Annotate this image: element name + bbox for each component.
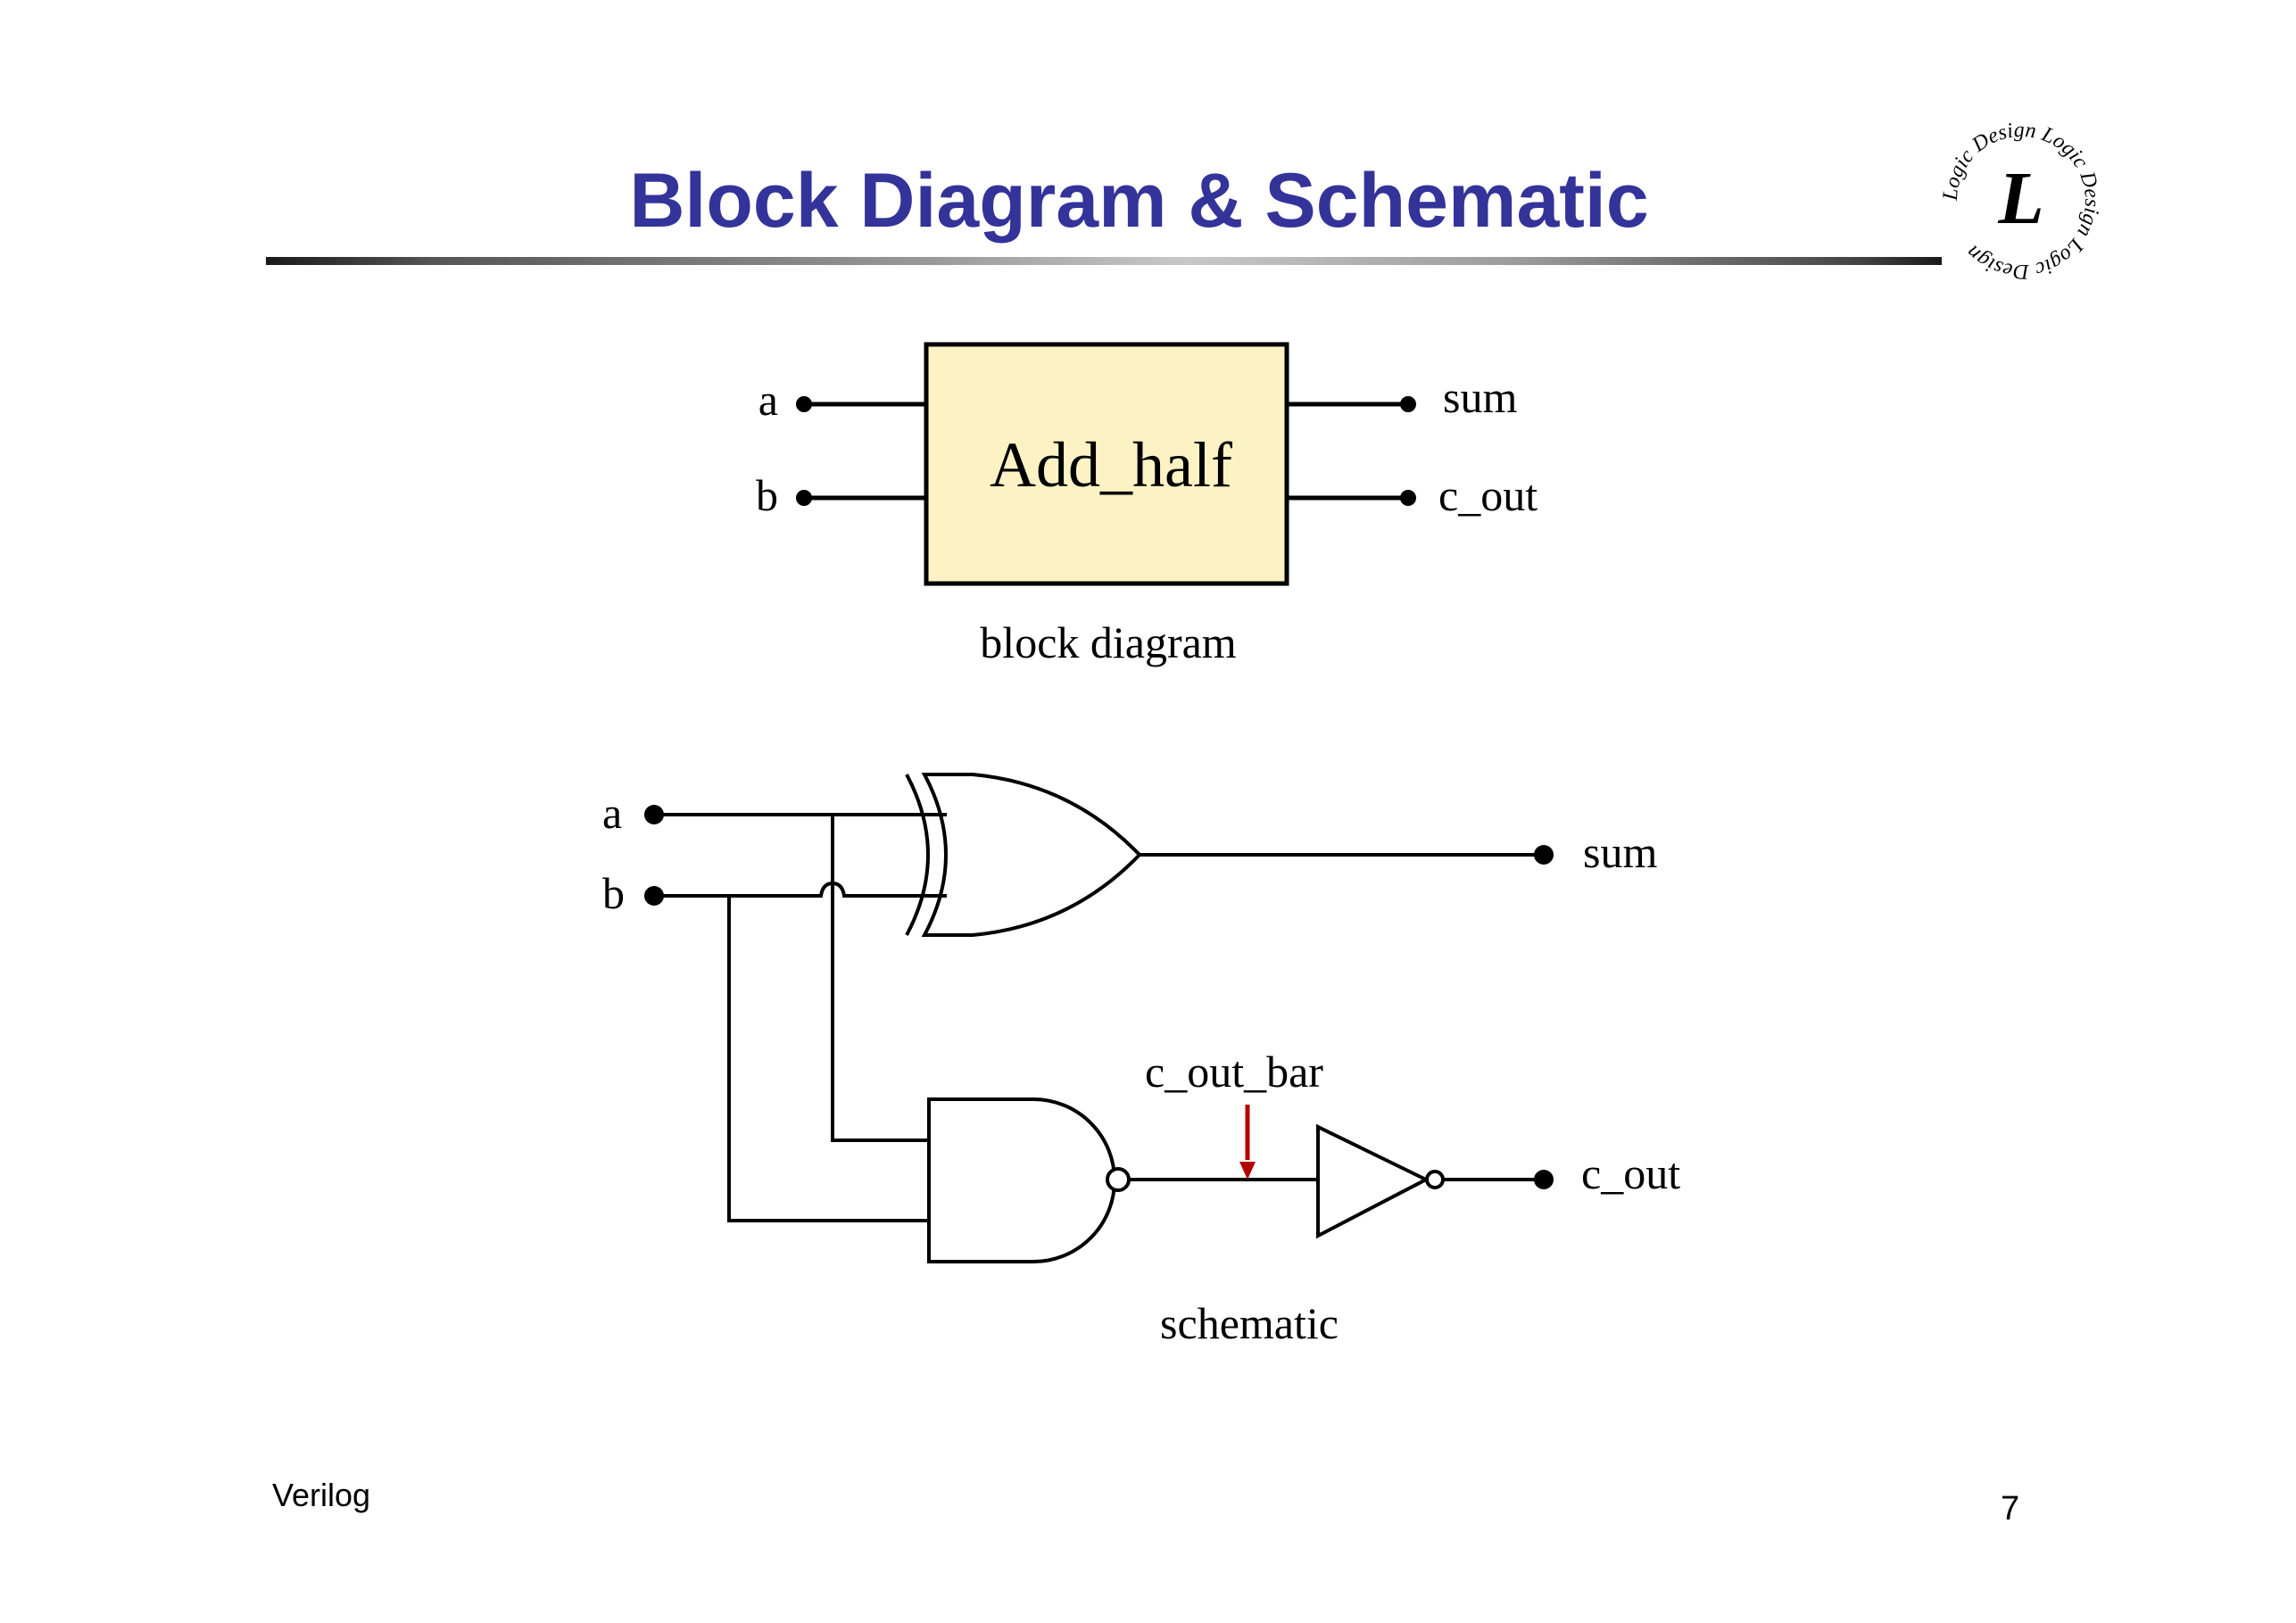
nand-bubble [1106,1167,1131,1192]
schematic-port-sum-label: sum [1583,827,1657,877]
port-b-dot [796,490,812,506]
port-c-out-dot [1400,490,1416,506]
nand-gate [927,1097,1116,1263]
slide-title-text: Block Diagram & Schematic [629,158,1649,244]
schematic-port-c-out-label: c_out [1581,1148,1680,1198]
xor-gate [921,773,1142,937]
wire-b-to-nand [727,896,929,1222]
module-name: Add_half [990,429,1232,501]
port-c-out-label: c_out [1438,470,1538,520]
not-gate [1316,1123,1430,1239]
c-out-bar-label: c_out_bar [1145,1047,1323,1097]
page-number: 7 [2001,1490,2020,1528]
wire-b-to-xor [654,881,947,898]
logo-letter: L [1997,157,2043,240]
schematic-caption: schematic [1160,1298,1339,1348]
c-out-bar-arrow-head-icon [1239,1162,1256,1180]
slide-title: Block Diagram & Schematic [0,157,2296,245]
footer-course-name: Verilog [272,1477,371,1513]
port-a-dot [796,396,812,412]
schematic-port-c-out-dot [1534,1170,1554,1189]
block-diagram-caption: block diagram [980,617,1237,667]
add-half-block [924,342,1289,586]
schematic-port-b-label: b [602,868,625,918]
schematic-port-sum-dot [1534,845,1554,865]
port-b-label: b [756,470,778,520]
not-bubble [1425,1170,1445,1189]
xor-input-curve [905,774,930,936]
title-divider [266,257,1942,265]
wire-a-to-nand [831,815,929,1142]
schematic-port-a-label: a [602,788,622,838]
block-diagram: Add_half a b sum c_out block diagram [756,342,1538,667]
logic-design-logo-icon: Logic Design Logic Design Logic Design L [1939,120,2103,281]
schematic: a b sum c_out_bar c_out schematic [602,773,1680,1348]
port-sum-dot [1400,396,1416,412]
port-a-label: a [758,375,778,425]
port-sum-label: sum [1443,372,1517,422]
